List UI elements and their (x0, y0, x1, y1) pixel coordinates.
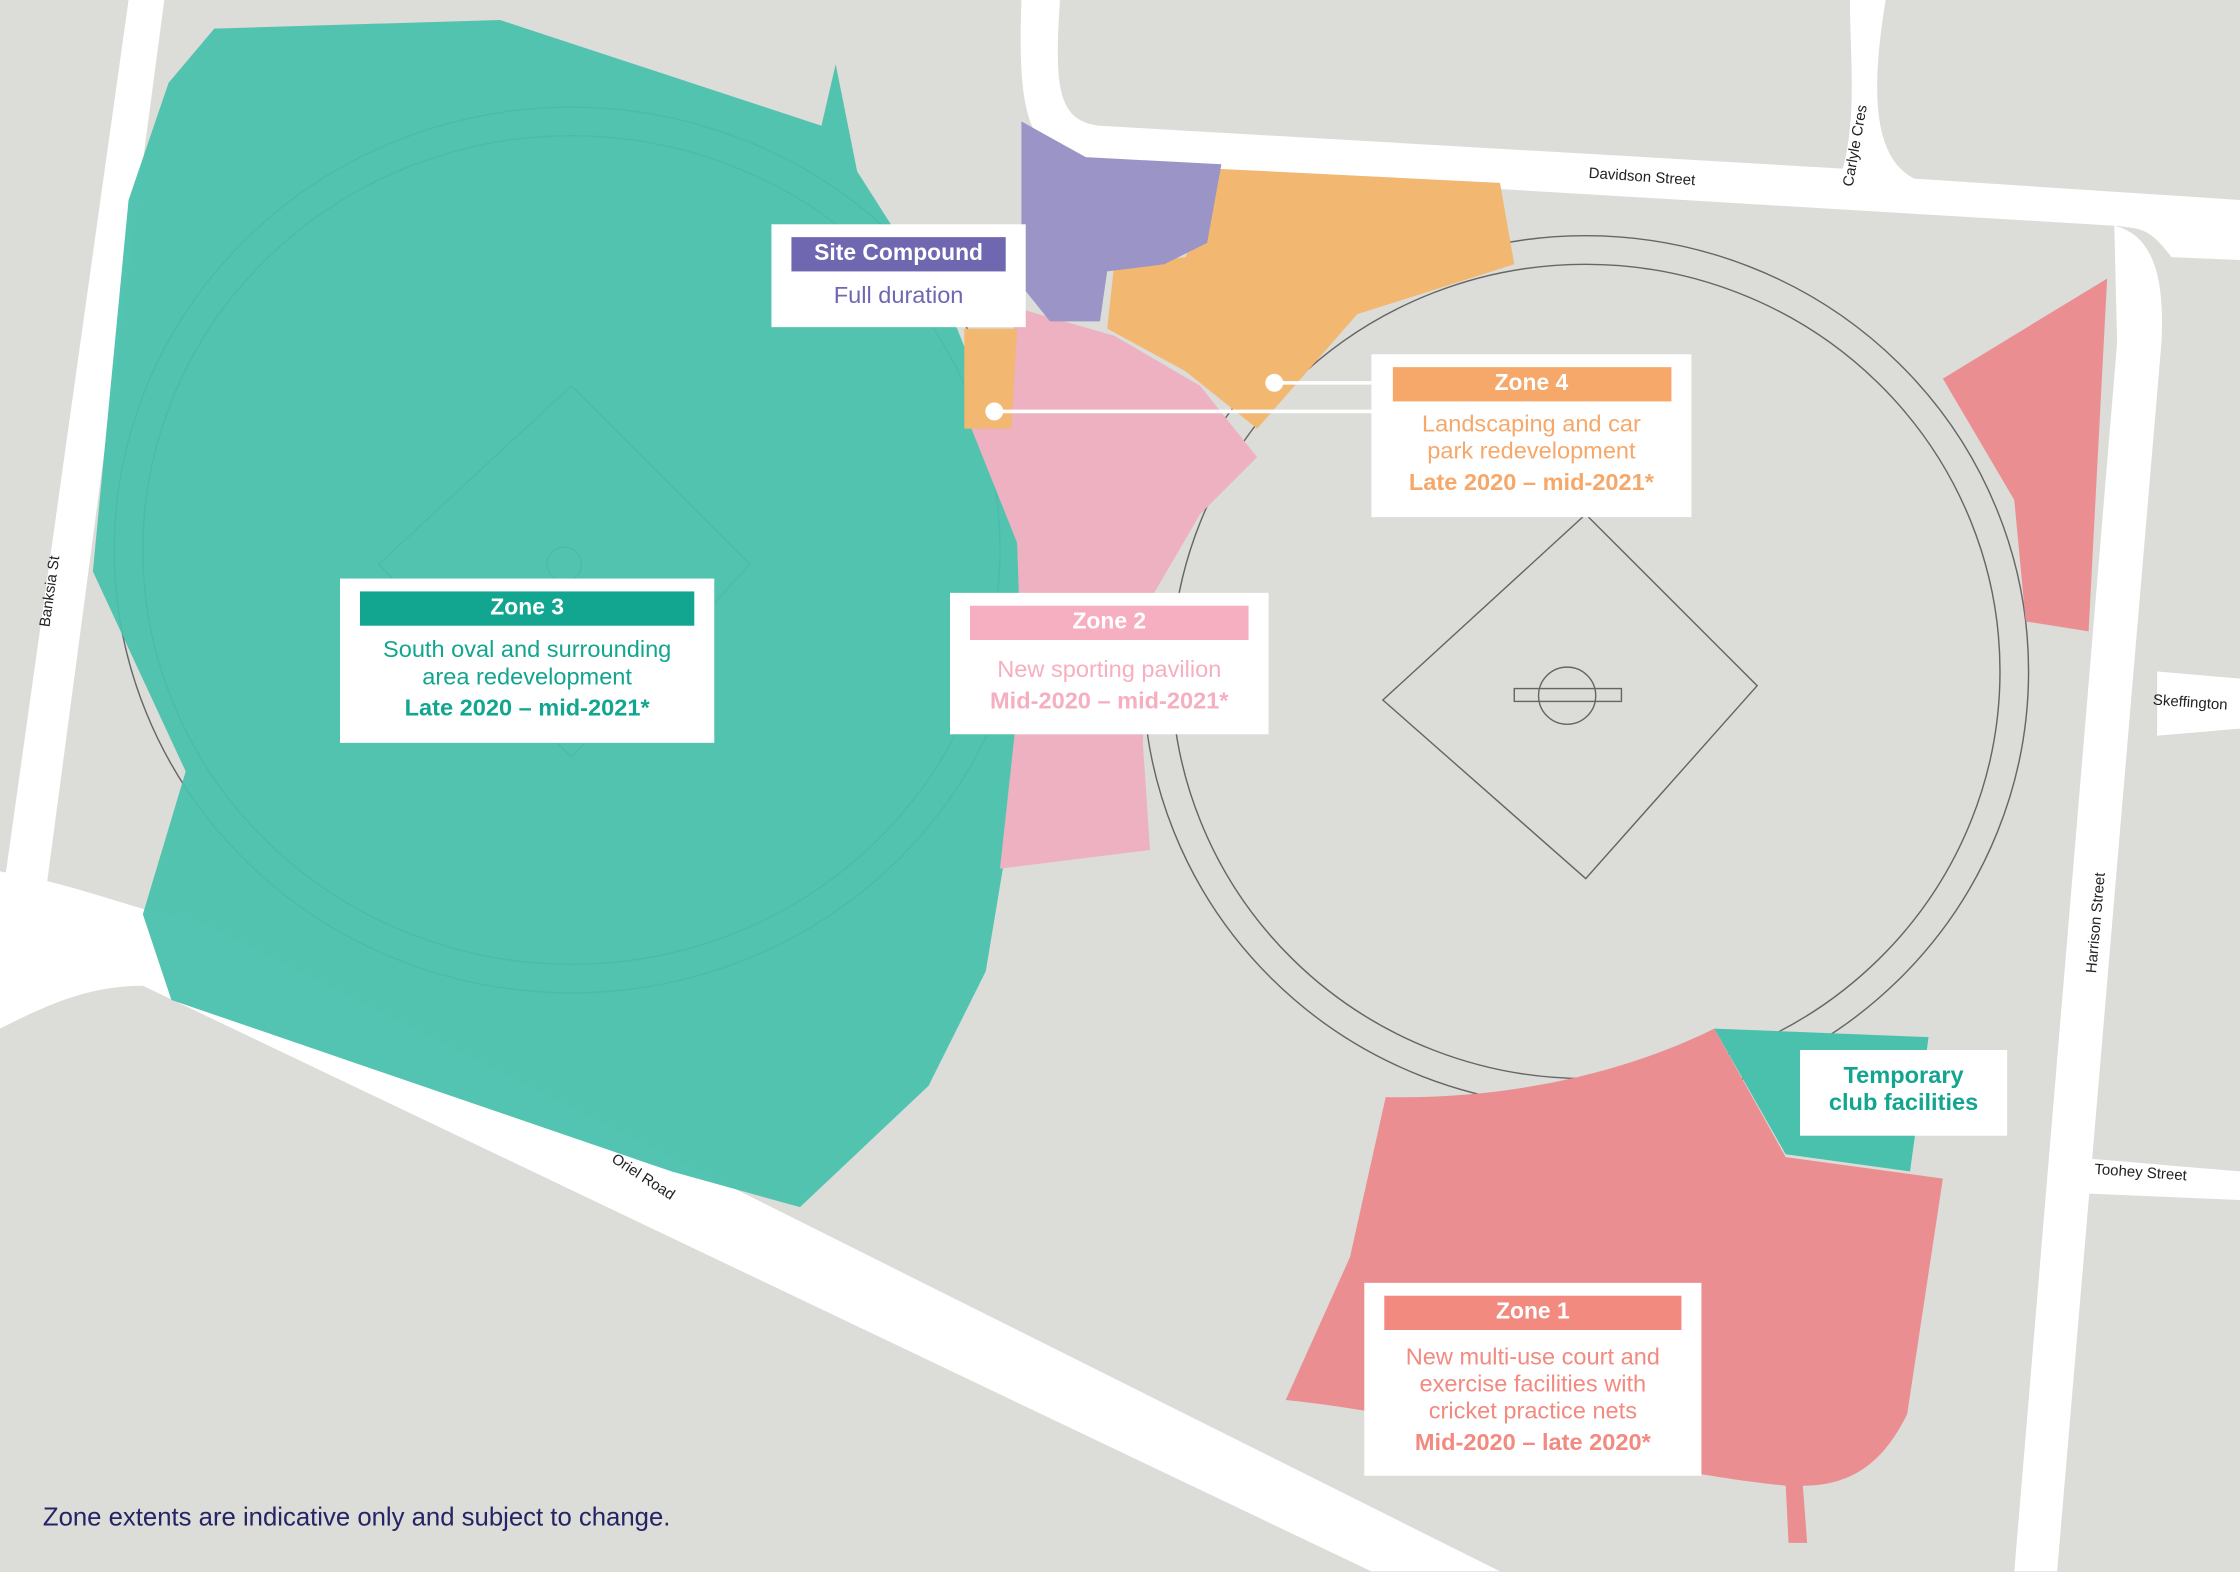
zone1-description-3: cricket practice nets (1428, 1398, 1638, 1425)
zone3-description-2: area redevelopment (422, 664, 632, 690)
zone1-title: Zone 1 (1384, 1295, 1682, 1330)
zone3-dates: Late 2020 – mid-2021* (404, 695, 650, 722)
zone1-north-area (1942, 278, 2108, 632)
zone3-description-1: South oval and surrounding (382, 637, 672, 663)
zone4-area (964, 168, 1515, 429)
site-compound-area (1021, 121, 1222, 322)
zone3-title: Zone 3 (359, 591, 695, 626)
site-compound-description: Full duration (833, 282, 964, 309)
zone1-dates: Mid-2020 – late 2020* (1414, 1429, 1651, 1456)
zone4-label: Zone 4 Landscaping and car park redevelo… (1371, 354, 1692, 518)
temporary-line-1: Temporary (1843, 1062, 1964, 1089)
harrison-street-road (2014, 225, 2162, 1572)
zone4-description-2: park redevelopment (1427, 438, 1636, 465)
zone2-label: Zone 2 New sporting pavilion Mid-2020 – … (949, 592, 1269, 735)
skeffington-road (2157, 671, 2240, 736)
zone3-label: Zone 3 South oval and surrounding area r… (339, 578, 715, 743)
zone-leader-lines (985, 373, 1375, 421)
zone1-description-2: exercise facilities with (1419, 1371, 1647, 1398)
site-compound-title: Site Compound (791, 237, 1006, 272)
banksia-st-road (0, 0, 165, 915)
davidson-street-road (1020, 0, 2240, 260)
zone2-dates: Mid-2020 – mid-2021* (990, 688, 1229, 715)
temporary-facilities-label: Temporary club facilities (1799, 1049, 2008, 1136)
zone2-title: Zone 2 (969, 605, 1249, 640)
site-compound-label: Site Compound Full duration (771, 224, 1026, 328)
toohey-street-road (2071, 1157, 2240, 1200)
zone1-description-1: New multi-use court and (1405, 1344, 1660, 1370)
footnote: Zone extents are indicative only and sub… (42, 1502, 671, 1532)
zone4-title: Zone 4 (1392, 367, 1671, 402)
temporary-line-2: club facilities (1828, 1089, 1979, 1116)
zone1-label: Zone 1 New multi-use court and exercise … (1364, 1282, 1702, 1476)
roundabout (0, 888, 72, 1003)
zone4-dates: Late 2020 – mid-2021* (1408, 469, 1654, 496)
zone4-description-1: Landscaping and car (1421, 411, 1641, 438)
zone2-description: New sporting pavilion (997, 657, 1222, 683)
